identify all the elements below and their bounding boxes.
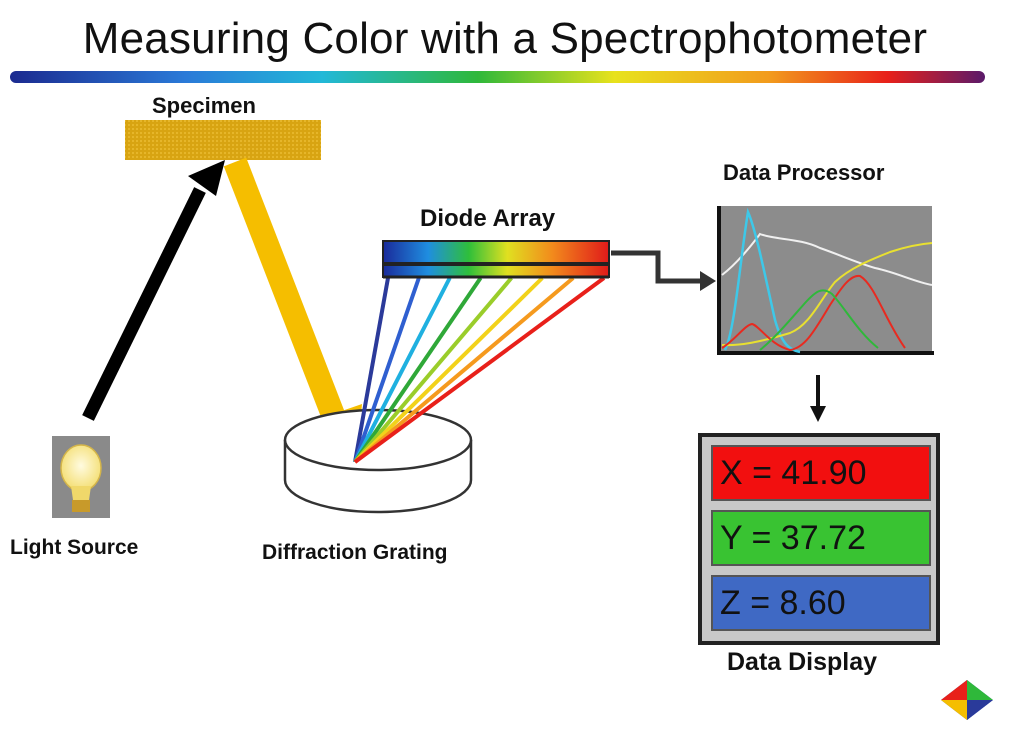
title-rainbow-rule <box>10 71 985 83</box>
array-to-processor-arrow <box>611 250 716 291</box>
processor-to-display-arrow <box>810 375 826 422</box>
bulb-icon <box>52 436 110 518</box>
diffraction-grating-label: Diffraction Grating <box>262 541 448 564</box>
specimen-label: Specimen <box>152 93 256 118</box>
diffracted-ray <box>353 276 483 464</box>
diode-array-label: Diode Array <box>420 205 556 232</box>
specimen-block <box>125 120 321 160</box>
diffracted-ray <box>353 277 421 463</box>
diffracted-ray <box>353 276 513 464</box>
diffraction-grating <box>283 408 473 514</box>
diffracted-ray <box>353 276 544 464</box>
z-readout: Z = 8.60 <box>720 584 846 622</box>
data-display-label: Data Display <box>727 648 878 676</box>
diode-array <box>382 240 610 279</box>
data-processor-label: Data Processor <box>723 160 885 185</box>
light-source-label: Light Source <box>10 536 139 559</box>
x-readout: X = 41.90 <box>720 454 867 492</box>
data-processor-plot <box>717 206 934 355</box>
page-title: Measuring Color with a Spectrophotometer <box>82 14 928 63</box>
diffracted-ray <box>353 276 606 464</box>
source-arrow <box>82 160 225 421</box>
diffracted-ray <box>353 277 390 463</box>
diffracted-ray <box>353 276 575 464</box>
y-readout-box <box>711 510 931 566</box>
x-readout-box <box>711 445 931 501</box>
logo-icon <box>941 680 993 720</box>
z-readout-box <box>711 575 931 631</box>
y-readout: Y = 37.72 <box>720 519 866 557</box>
diffracted-rays <box>353 276 606 464</box>
diffracted-ray <box>353 277 452 463</box>
